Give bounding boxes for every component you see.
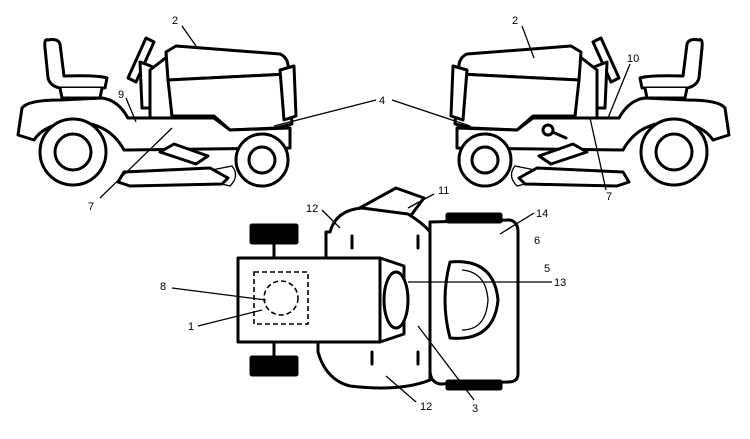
rear-tire-top-upper [445, 212, 503, 224]
callout-14: 14 [536, 208, 548, 220]
hood-top [236, 256, 382, 344]
seat-top [443, 260, 500, 340]
steering-wheel [126, 36, 156, 84]
leader-lines [99, 25, 631, 403]
callout-10: 10 [627, 53, 639, 65]
callout-3: 3 [472, 403, 478, 415]
lift-lever-right [541, 123, 568, 140]
callout-4: 4 [379, 95, 385, 107]
callout-12-lower: 12 [420, 401, 432, 413]
front-tire-top-lower [249, 355, 299, 377]
decal-outline-circle [263, 280, 299, 316]
callout-12-upper: 12 [306, 203, 318, 215]
callout-8: 8 [160, 281, 166, 293]
seat-base [58, 86, 104, 100]
tractor-right-side-view [449, 36, 731, 188]
callout-2-left: 2 [172, 15, 178, 27]
callout-labels: 2 2 4 9 10 7 7 11 12 12 14 6 5 13 8 1 3 [88, 15, 639, 415]
callout-7-right: 7 [606, 191, 612, 203]
callout-6: 6 [534, 235, 540, 247]
deck-chute-left [211, 165, 237, 187]
front-tire-top-upper [249, 223, 299, 245]
tractor-left-side-view [16, 36, 298, 188]
callout-2-right: 2 [512, 15, 518, 27]
callout-11: 11 [438, 185, 449, 197]
callout-7-left: 7 [88, 201, 94, 213]
callout-1: 1 [188, 321, 194, 333]
callout-13: 13 [554, 277, 566, 289]
seat [43, 38, 109, 90]
grille [278, 64, 298, 122]
front-hub-left [247, 145, 277, 175]
rear-hub-left [53, 132, 93, 172]
callout-5: 5 [544, 263, 550, 275]
callout-9: 9 [118, 89, 124, 101]
rear-tire-top-lower [445, 379, 503, 391]
steering-top [382, 270, 410, 330]
tractor-top-view [236, 186, 520, 391]
deck-linkage-left [158, 142, 210, 166]
mower-deck-left [116, 166, 230, 188]
